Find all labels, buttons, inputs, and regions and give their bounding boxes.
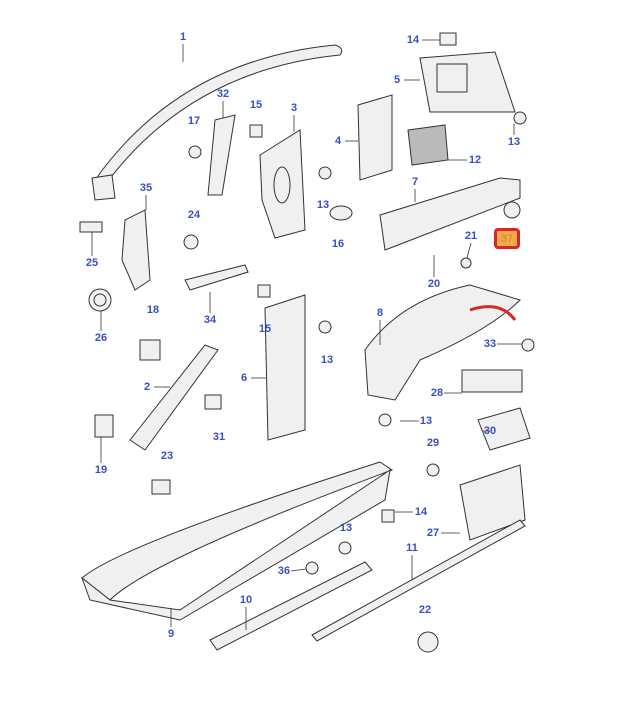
callout-11: 11 bbox=[406, 542, 418, 554]
callout-34: 34 bbox=[203, 314, 217, 326]
part-12 bbox=[407, 124, 449, 166]
callout-16: 16 bbox=[331, 238, 345, 250]
callout-25: 25 bbox=[85, 257, 99, 269]
part-roof-rail-end bbox=[91, 174, 116, 201]
callout-13: 13 bbox=[316, 199, 330, 211]
callout-5: 5 bbox=[393, 74, 401, 86]
callout-28: 28 bbox=[430, 387, 444, 399]
callout-13: 13 bbox=[419, 415, 433, 427]
part-32 bbox=[207, 114, 236, 196]
callout-15: 15 bbox=[258, 323, 272, 335]
callout-19: 19 bbox=[94, 464, 108, 476]
part-34 bbox=[184, 264, 249, 291]
part-35 bbox=[121, 209, 151, 291]
part-sill bbox=[81, 461, 394, 601]
callout-17: 17 bbox=[187, 115, 201, 127]
part-6 bbox=[264, 294, 306, 441]
part-27 bbox=[459, 464, 526, 541]
callout-13: 13 bbox=[339, 522, 353, 534]
callout-14: 14 bbox=[406, 34, 420, 46]
callout-33: 33 bbox=[483, 338, 497, 350]
highlighted-callout-37: 37 bbox=[494, 228, 520, 249]
callout-30: 30 bbox=[483, 425, 497, 437]
callout-8: 8 bbox=[376, 307, 384, 319]
callout-12: 12 bbox=[468, 154, 482, 166]
part-8 bbox=[364, 284, 521, 401]
callout-26: 26 bbox=[94, 332, 108, 344]
callout-23: 23 bbox=[160, 450, 174, 462]
part-2 bbox=[129, 344, 219, 451]
callout-18: 18 bbox=[146, 304, 160, 316]
callout-13: 13 bbox=[320, 354, 334, 366]
callout-29: 29 bbox=[426, 437, 440, 449]
callout-2: 2 bbox=[143, 381, 151, 393]
part-11 bbox=[311, 519, 526, 642]
callout-22: 22 bbox=[418, 604, 432, 616]
callout-3: 3 bbox=[290, 102, 298, 114]
callout-10: 10 bbox=[239, 594, 253, 606]
part-10 bbox=[209, 561, 373, 651]
callout-35: 35 bbox=[139, 182, 153, 194]
part-4 bbox=[357, 94, 393, 181]
callout-15: 15 bbox=[249, 99, 263, 111]
part-7 bbox=[379, 177, 521, 251]
callout-13: 13 bbox=[507, 136, 521, 148]
callout-9: 9 bbox=[167, 628, 175, 640]
callout-32: 32 bbox=[216, 88, 230, 100]
callout-36: 36 bbox=[277, 565, 291, 577]
callout-1: 1 bbox=[179, 31, 187, 43]
part-9 bbox=[80, 468, 391, 621]
callout-7: 7 bbox=[411, 176, 419, 188]
part-30 bbox=[477, 407, 531, 451]
callout-21: 21 bbox=[464, 230, 478, 242]
callout-27: 27 bbox=[426, 527, 440, 539]
callout-24: 24 bbox=[187, 209, 201, 221]
callout-31: 31 bbox=[212, 431, 226, 443]
callout-14: 14 bbox=[414, 506, 428, 518]
part-28 bbox=[461, 369, 523, 393]
callout-4: 4 bbox=[334, 135, 342, 147]
callout-6: 6 bbox=[240, 372, 248, 384]
callout-20: 20 bbox=[427, 278, 441, 290]
part-roof-rail bbox=[94, 44, 343, 186]
